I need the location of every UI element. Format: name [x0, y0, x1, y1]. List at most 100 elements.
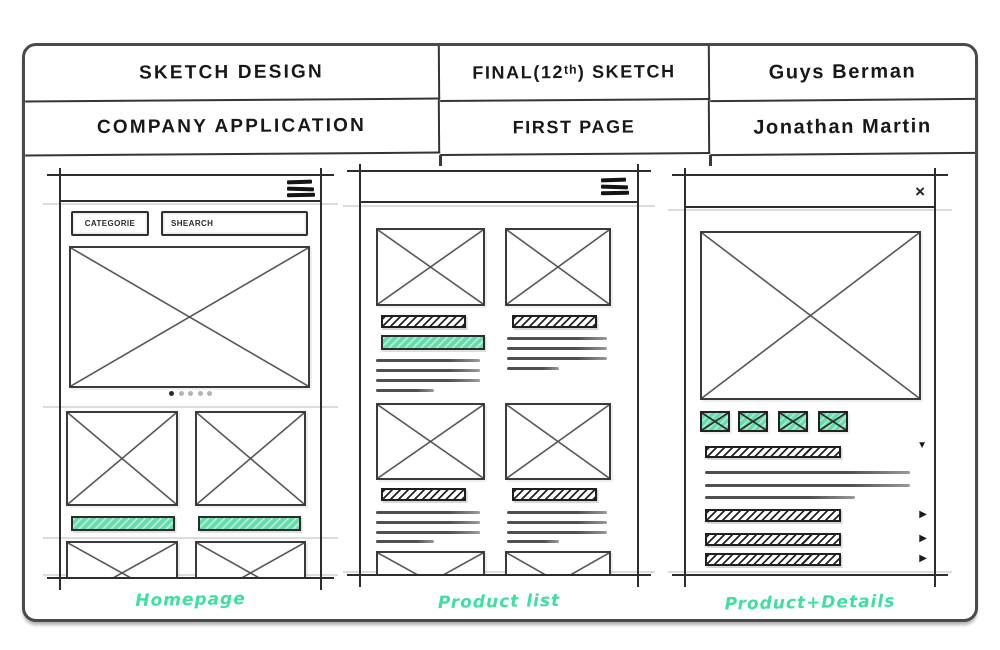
- text-line: [376, 521, 480, 524]
- frame-edge: [319, 168, 322, 590]
- hero-image-placeholder: [700, 231, 921, 400]
- image-placeholder: [195, 541, 306, 578]
- text-line: [705, 484, 910, 487]
- screen-label-homepage: Homepage: [135, 589, 246, 611]
- image-placeholder: [376, 403, 485, 480]
- text-line: [507, 531, 607, 534]
- text-line: [376, 369, 480, 372]
- title-authors-line2: Jonathan Martin: [709, 99, 975, 157]
- green-bar: [381, 335, 485, 350]
- frame-edge: [672, 174, 948, 177]
- hatched-bar: [381, 488, 466, 501]
- homepage-canvas: CATEGORIE SHEARCH: [60, 175, 321, 578]
- hatched-bar: [512, 315, 597, 328]
- sketch-sheet: SKETCH DESIGN FINAL(12ᵗʰ) SKETCH Guys Be…: [22, 43, 978, 622]
- text-line: [507, 357, 607, 360]
- text-line: [376, 511, 480, 514]
- text-line: [507, 540, 559, 543]
- green-bar: [71, 516, 175, 531]
- hatched-bar: [705, 533, 841, 546]
- wireframe-product-details: × ▼ ▶ ▶ ▶: [668, 168, 952, 587]
- image-placeholder: [195, 411, 306, 506]
- chevron-right-icon: ▶: [919, 533, 927, 544]
- carousel-dot: [188, 391, 193, 396]
- chevron-right-icon: ▶: [919, 509, 927, 520]
- carousel-dot: [197, 391, 203, 396]
- title-version-line1: FINAL(12ᵗʰ) SKETCH: [439, 46, 711, 102]
- app-bar: [60, 175, 321, 202]
- text-line: [705, 471, 910, 474]
- text-line: [507, 521, 607, 524]
- guide-line: [668, 209, 952, 211]
- hatched-bar: [705, 553, 841, 566]
- text-line: [507, 347, 607, 350]
- close-icon: ×: [915, 182, 925, 201]
- text-line: [507, 337, 607, 340]
- text-line: [705, 496, 855, 499]
- frame-edge: [47, 576, 334, 579]
- thumbnail: [818, 411, 848, 432]
- frame-edge: [684, 168, 687, 587]
- hatched-bar: [381, 315, 466, 328]
- screen-label-product-details: Product+Details: [724, 591, 896, 615]
- chevron-down-icon: ▼: [917, 440, 927, 451]
- title-block: SKETCH DESIGN FINAL(12ᵗʰ) SKETCH Guys Be…: [25, 46, 975, 157]
- hamburger-icon: [286, 178, 316, 200]
- product-details-canvas: × ▼ ▶ ▶ ▶: [685, 175, 935, 575]
- frame-edge: [933, 168, 936, 587]
- text-line: [376, 379, 480, 382]
- text-line: [376, 540, 434, 543]
- hamburger-icon: [600, 176, 630, 198]
- title-version-line2: FIRST PAGE: [439, 100, 711, 156]
- wireframe-homepage: CATEGORIE SHEARCH: [43, 168, 338, 590]
- guide-line: [343, 205, 655, 207]
- app-bar: [360, 171, 638, 203]
- image-placeholder: [66, 541, 178, 578]
- category-box-label: CATEGORIE: [84, 219, 136, 228]
- text-line: [376, 389, 434, 392]
- title-project-line1: SKETCH DESIGN: [25, 46, 441, 103]
- screen-label-product-list: Product list: [437, 590, 561, 614]
- image-placeholder: [376, 551, 485, 575]
- guide-line: [43, 406, 338, 408]
- thumbnail: [778, 411, 808, 432]
- guide-line: [43, 203, 338, 205]
- app-bar: ×: [685, 175, 935, 208]
- table-tick: [709, 155, 712, 166]
- image-placeholder: [505, 551, 611, 575]
- frame-edge: [672, 573, 948, 576]
- title-authors-line1: Guys Berman: [709, 46, 975, 103]
- guide-line: [668, 571, 952, 573]
- hero-image-placeholder: [69, 246, 310, 388]
- thumbnail: [738, 411, 768, 432]
- frame-edge: [347, 170, 651, 173]
- product-list-canvas: [360, 171, 638, 575]
- thumbnail: [700, 411, 730, 432]
- carousel-dot: [207, 391, 212, 396]
- search-box: SHEARCH: [161, 211, 308, 236]
- frame-edge: [47, 174, 334, 177]
- category-box: CATEGORIE: [71, 211, 149, 236]
- frame-edge: [347, 573, 651, 576]
- text-line: [507, 511, 607, 514]
- image-placeholder: [505, 403, 611, 480]
- frame-edge: [636, 164, 639, 587]
- frame-edge: [59, 168, 62, 590]
- guide-line: [343, 571, 655, 573]
- hatched-bar: [705, 509, 841, 522]
- title-project-line2: COMPANY APPLICATION: [25, 99, 441, 157]
- carousel-dot: [178, 391, 184, 396]
- green-bar: [198, 516, 301, 531]
- carousel-dot: [169, 391, 174, 396]
- hatched-bar: [512, 488, 597, 501]
- image-placeholder: [505, 228, 611, 306]
- guide-line: [43, 574, 338, 576]
- carousel-dots: [60, 391, 321, 396]
- frame-edge: [359, 164, 362, 587]
- text-line: [376, 531, 480, 534]
- text-line: [507, 367, 559, 370]
- text-line: [376, 359, 480, 362]
- table-tick: [439, 155, 442, 166]
- image-placeholder: [66, 411, 178, 506]
- wireframe-product-list: [343, 164, 655, 587]
